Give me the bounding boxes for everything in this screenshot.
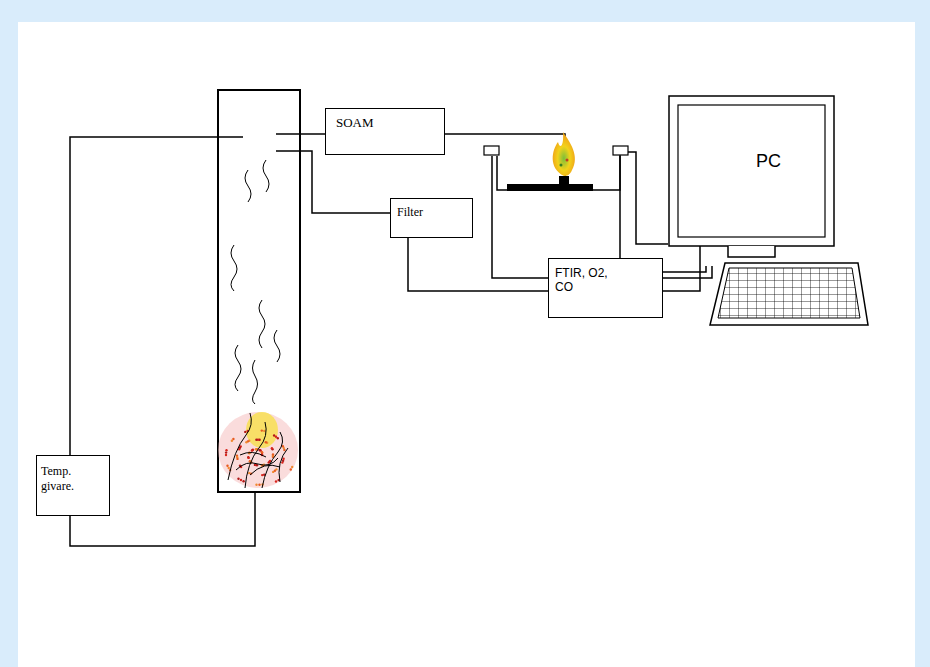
- node-label: SOAM: [336, 115, 444, 131]
- node-label: FTIR, O2, CO: [555, 266, 622, 294]
- node-label: PC: [756, 151, 781, 172]
- connector-line: [663, 246, 700, 291]
- sensor-box: Temp. givare.: [36, 455, 110, 516]
- analyser-box: FTIR, O2, CO: [548, 258, 663, 318]
- computer-monitor: PC: [668, 95, 835, 262]
- monitor-outline: [668, 95, 835, 262]
- node-label: Temp. givare.: [41, 464, 103, 494]
- node-label: Filter: [397, 205, 472, 220]
- filter-box: Filter: [390, 198, 473, 238]
- connector-line: [408, 238, 548, 291]
- analyser-box: SOAM: [325, 108, 445, 155]
